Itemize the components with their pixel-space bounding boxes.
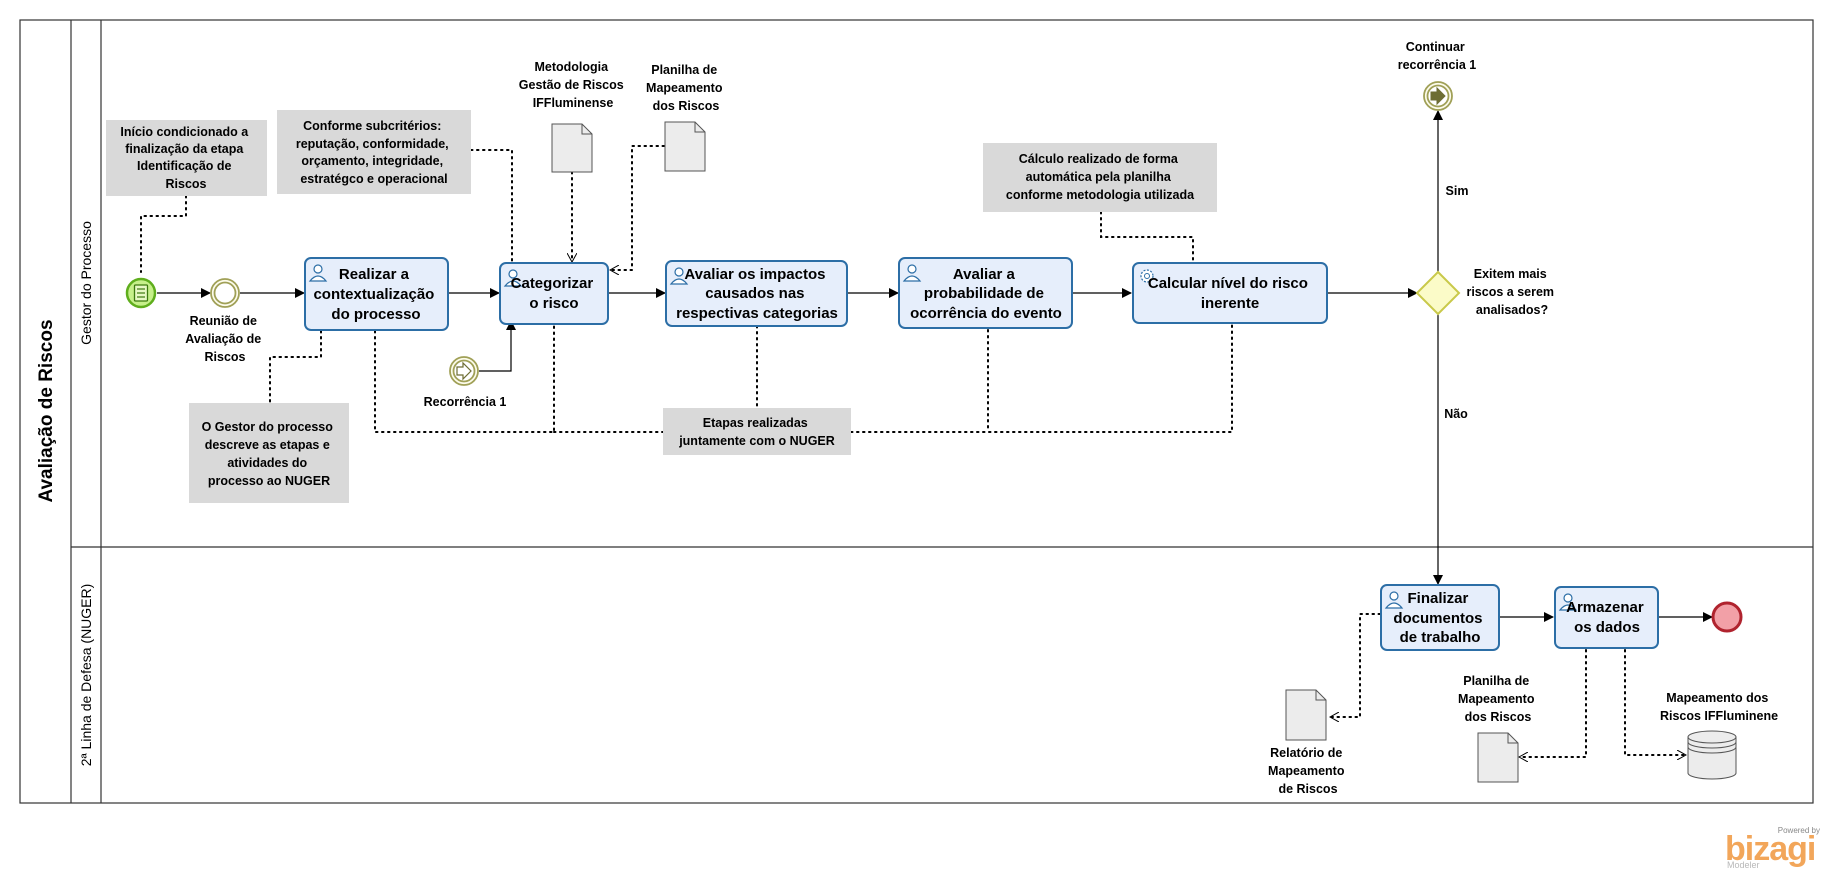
svg-text:Calcular nível do risco: Calcular nível do risco inerente <box>1148 275 1312 312</box>
start-event[interactable] <box>125 277 157 309</box>
data-store-mapeamento[interactable] <box>1687 730 1737 780</box>
recurrence-event-label: Recorrência 1 <box>424 395 507 409</box>
task-armazenar-dados[interactable]: Armazenar os dados <box>1554 586 1659 649</box>
intermediate-event-meeting[interactable] <box>210 278 240 308</box>
link-event-recurrence[interactable] <box>449 356 479 386</box>
assoc-gestor-nuger <box>374 321 555 433</box>
assoc-inicio <box>140 195 187 273</box>
gateway-yes-label: Sim <box>1446 184 1469 198</box>
bizagi-logo: Powered by bizagi Modeler <box>1725 826 1820 870</box>
gateway-no-label: Não <box>1444 407 1468 421</box>
svg-text:Finalizar documentos: Finalizar documentos de trabalho <box>1393 590 1486 646</box>
data-object-metodologia[interactable] <box>551 123 593 173</box>
assoc-mapeamento-db <box>1624 649 1687 755</box>
meeting-event-label: Reunião de Avaliação de Riscos <box>185 314 264 364</box>
user-icon <box>1558 593 1578 611</box>
data-object-relatorio[interactable] <box>1285 689 1327 741</box>
mapeamento-db-label: Mapeamento dos Riscos IFFluminene <box>1660 691 1778 723</box>
gateway-question: Exitem mais riscos a serem analisados? <box>1466 267 1557 317</box>
assoc-etapas-right <box>850 323 1233 433</box>
pool-title: Avaliação de Riscos <box>36 319 57 502</box>
data-object-planilha-bottom[interactable] <box>1477 732 1519 783</box>
powered-by-text: Powered by <box>1777 826 1820 835</box>
continue-event-label: Continuar recorrência 1 <box>1398 40 1477 72</box>
svg-text:Avaliar os impactos caus: Avaliar os impactos causados nas respect… <box>676 266 838 322</box>
task-finalizar-documentos[interactable]: Finalizar documentos de trabalho <box>1380 584 1500 651</box>
planilha-bottom-label: Planilha de Mapeamento dos Riscos <box>1458 674 1538 724</box>
annotation-etapas: Etapas realizadas juntamente com o NUGER <box>663 408 851 455</box>
svg-text:Cálculo realizado de forma: Cálculo realizado de forma automática pe… <box>1006 152 1195 202</box>
assoc-gestor <box>269 330 322 404</box>
lane-title-nuger: 2ª Linha de Defesa (NUGER) <box>78 584 94 767</box>
assoc-planilha-bottom <box>1518 649 1587 757</box>
svg-text:Realizar a contextualiza: Realizar a contextualização do processo <box>313 266 438 323</box>
user-icon <box>902 264 922 282</box>
product-name: Modeler <box>1727 860 1760 870</box>
link-event-continue[interactable] <box>1423 81 1453 111</box>
svg-text:Categorizar o risco: Categorizar o risco <box>511 275 598 312</box>
planilha-top-label: Planilha de Mapeamento dos Riscos <box>646 63 726 113</box>
svg-text:Etapas realizadas juntam: Etapas realizadas juntamente com o NUGER <box>678 416 835 448</box>
task-categorizar[interactable]: Categorizar o risco <box>499 262 609 325</box>
annotation-inicio: Início condicionado a finalização da eta… <box>106 120 267 196</box>
user-icon <box>503 269 523 287</box>
user-icon <box>308 264 328 282</box>
assoc-calculo <box>1100 211 1194 263</box>
svg-text:Armazenar os dados: Armazenar os dados <box>1566 599 1648 636</box>
task-contextualizacao[interactable]: Realizar a contextualização do processo <box>304 257 449 331</box>
svg-text:O Gestor do processo des: O Gestor do processo descreve as etapas … <box>202 420 337 488</box>
document-lines-icon <box>137 288 145 298</box>
data-object-planilha-top[interactable] <box>664 121 706 172</box>
annotation-calculo: Cálculo realizado de forma automática pe… <box>983 143 1217 212</box>
link-arrow-filled-icon <box>1430 86 1446 106</box>
relatorio-label: Relatório de Mapeamento de Riscos <box>1268 746 1348 796</box>
end-event[interactable] <box>1711 601 1743 633</box>
assoc-subcriterios <box>470 149 513 265</box>
user-icon <box>1384 591 1404 609</box>
flow-recurrence-to-categorize <box>479 320 516 372</box>
lane-title-gestor: Gestor do Processo <box>78 221 94 345</box>
annotation-gestor: O Gestor do processo descreve as etapas … <box>189 403 349 503</box>
user-icon <box>669 267 689 285</box>
annotation-subcriterios: Conforme subcritérios: reputação, confor… <box>277 110 471 194</box>
metodologia-label: Metodologia Gestão de Riscos IFFluminens… <box>519 60 627 110</box>
svg-text:Início condicionado a fi: Início condicionado a finalização da eta… <box>120 125 251 191</box>
gateway-more-risks[interactable] <box>1415 270 1461 316</box>
svg-text:Avaliar a probabilidade: Avaliar a probabilidade de ocorrência do… <box>910 266 1062 322</box>
task-avaliar-impactos[interactable]: Avaliar os impactos causados nas respect… <box>665 260 848 327</box>
task-avaliar-probabilidade[interactable]: Avaliar a probabilidade de ocorrência do… <box>898 257 1073 329</box>
link-arrow-icon <box>456 361 472 381</box>
gear-icon <box>1140 269 1154 283</box>
task-calcular-nivel[interactable]: Calcular nível do risco inerente <box>1132 262 1328 324</box>
assoc-relatorio <box>1329 613 1381 717</box>
assoc-planilha-top <box>609 145 665 270</box>
svg-text:Conforme subcritérios: r: Conforme subcritérios: reputação, confor… <box>296 119 452 186</box>
brand-name: bizagi <box>1725 830 1816 868</box>
